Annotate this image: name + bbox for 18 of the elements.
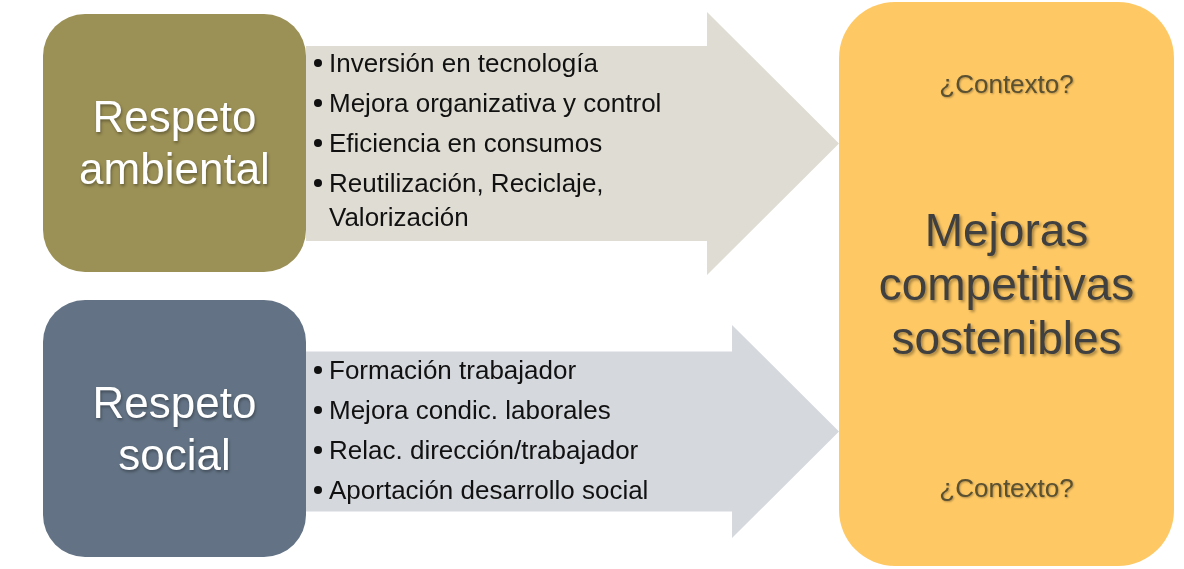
result-box — [839, 2, 1174, 566]
context-note: ¿Contexto? — [939, 68, 1074, 100]
box-title: Respeto social — [91, 376, 258, 481]
bullet-text: Reutilización, Reciclaje, Valorización — [329, 167, 605, 234]
category-box — [43, 300, 306, 557]
bullet-text: Mejora condic. laborales — [329, 394, 612, 427]
bullet-text: Formación trabajador — [329, 354, 578, 387]
block-arrow — [306, 325, 839, 538]
context-note: ¿Contexto? — [939, 472, 1074, 504]
bullet-text: Relac. dirección/trabajador — [329, 434, 640, 467]
bullet-text: Mejora organizativa y control — [329, 87, 663, 120]
box-title: Respeto ambiental — [78, 91, 271, 195]
bullet-text: Eficiencia en consumos — [329, 127, 604, 160]
block-arrow — [306, 12, 839, 275]
category-box — [43, 14, 306, 272]
result-title: Mejoras competitivas sostenibles — [877, 203, 1136, 365]
bullet-text: Aportación desarrollo social — [329, 474, 650, 507]
bullet-text: Inversión en tecnología — [329, 47, 599, 80]
